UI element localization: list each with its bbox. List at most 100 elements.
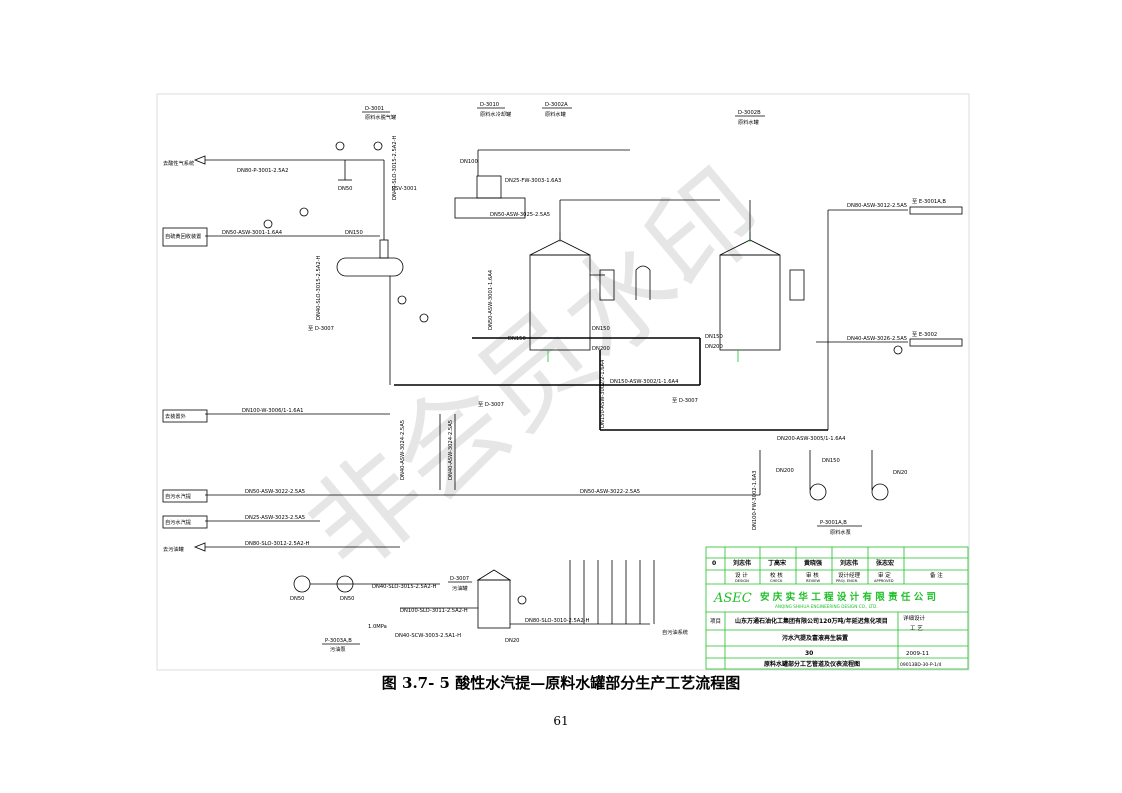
d3002a-dn150: DN150 xyxy=(508,336,526,342)
line-l7: DN50-ASW-3025-2.5A5 xyxy=(490,212,550,218)
main-header: DN150-ASW-3002/1-1.6A4 DN200-ASW-3005/1-… xyxy=(394,337,846,442)
tb-role-en-3: REVIEW xyxy=(806,579,821,583)
p3003-group: DN40-SLO-3015-2.5A2-H DN50 DN50 P-3003A,… xyxy=(290,560,688,653)
d3001-tag: D-3001 xyxy=(365,106,384,112)
p3001-group: DN200 DN150 DN20 P-3001A,B 原料水泵 DN100-FW… xyxy=(752,450,907,536)
d3002b-tag: D-3002B xyxy=(738,110,761,116)
page-number: 61 xyxy=(553,714,569,728)
analyzer-icon xyxy=(299,207,309,217)
p-dn200: DN200 xyxy=(776,468,794,474)
service-lines: 去装置外 DN100-W-3006/1-1.6A1 自污水汽提 DN50-ASW… xyxy=(162,408,760,553)
steam-pressure: 1.0MPa xyxy=(368,624,387,630)
tb-date: 2009-11 xyxy=(906,651,929,657)
d3010-tag: D-3010 xyxy=(480,102,499,108)
d3002a-name: 原料水罐 xyxy=(545,110,566,118)
line-l19b: DN40-ASW-3024-2.5A5 xyxy=(448,420,454,480)
line-l26: DN40-SCW-3003-2.5A1-H xyxy=(395,633,461,639)
line-l18c: DN40-SLO-3015-2.5A2-H xyxy=(372,584,436,590)
level-control-icon xyxy=(419,313,429,323)
flow-indicator-icon xyxy=(263,219,273,229)
control-valve-icon xyxy=(373,141,383,151)
d3007-dn20: DN20 xyxy=(505,638,519,644)
tb-signer-3: 黄晓强 xyxy=(804,559,822,567)
d3002a-level-gauge xyxy=(599,269,615,301)
flow-meter-icon xyxy=(893,345,903,355)
line-l10: DN100-W-3006/1-1.6A1 xyxy=(242,408,303,414)
d3010-name: 原料水冷却罐 xyxy=(480,110,511,118)
offpage-feed-box xyxy=(162,227,208,247)
offpage-sw-box xyxy=(162,489,208,503)
line-l11: DN50-ASW-3022-2.5A5 xyxy=(245,489,305,495)
tb-signer-2: 丁高宋 xyxy=(768,559,786,567)
offpage-sw2: 自污水汽提 xyxy=(165,518,192,526)
tb-project-label: 项目 xyxy=(710,618,721,625)
ref-e3001-box xyxy=(909,206,963,215)
tb-unit: 污水汽提及富液再生装置 xyxy=(782,634,848,642)
tb-role-3: 审 核 xyxy=(806,571,819,579)
acid-gas-arrow xyxy=(193,155,206,165)
d3002b-group: D-3002B 原料水罐 DN150 DN200 xyxy=(705,110,805,362)
d3002b-dn200: DN200 xyxy=(705,344,723,350)
tb-project: 山东万通石油化工集团有限公司120万吨/年延迟焦化项目 xyxy=(735,617,888,625)
pump-a-icon xyxy=(809,483,827,501)
tb-role-5: 审 定 xyxy=(878,571,891,579)
line-l13: DN80-SLO-3012-2.5A2-H xyxy=(245,541,309,547)
d3007-name: 污油罐 xyxy=(452,584,468,592)
pressure-gauge-icon xyxy=(335,141,345,151)
line-l20: DN40-ASW-3026-2.5A5 xyxy=(847,336,907,342)
offpage-acid-gas: 去酸性气系统 xyxy=(163,159,194,167)
line-l15: DN200-ASW-3005/1-1.6A4 xyxy=(777,436,846,442)
offpage-sw2-box xyxy=(162,515,208,529)
offpage-slop: 去污油罐 xyxy=(163,545,184,553)
pump-b-icon xyxy=(871,483,889,501)
p3003-name: 污油泵 xyxy=(330,645,346,653)
line-l17: DN80-SLO-3010-2.5A2-H xyxy=(525,618,589,624)
tb-drawing-no: 09013BD-30-P-1/4 xyxy=(900,662,941,668)
tb-logo: ASEC xyxy=(713,591,752,606)
p3001-name: 原料水泵 xyxy=(830,528,851,536)
d3002b-tank xyxy=(719,254,781,351)
tb-signer-4: 刘志伟 xyxy=(840,559,858,567)
d3002b-name: 原料水罐 xyxy=(738,118,759,126)
p3003-dn50a: DN50 xyxy=(290,596,304,602)
line-l12: DN25-ASW-3023-2.5A5 xyxy=(245,515,305,521)
tb-role-4: 设计经理 xyxy=(838,571,861,579)
tb-signer-1: 刘志伟 xyxy=(733,559,751,567)
d3001-group: D-3001 原料水脱气罐 去酸性气系统 DN80-P-3001-2.5A2 D… xyxy=(162,106,429,385)
d3007-tag: D-3007 xyxy=(450,576,469,582)
line-l18b: DN40-SLO-3015-2.5A2-H xyxy=(316,256,322,320)
level-gauge-icon xyxy=(397,295,407,305)
d3001-name: 原料水脱气罐 xyxy=(365,113,396,121)
tb-company-cn: 安 庆 实 华 工 程 设 计 有 限 责 任 公 司 xyxy=(760,591,936,603)
slop-arrow xyxy=(193,542,206,552)
d3007-vessel xyxy=(477,579,511,629)
d3002a-dn150b: DN150 xyxy=(592,326,610,332)
d3007-level-icon xyxy=(517,595,527,605)
d3002a-dn200: DN200 xyxy=(592,346,610,352)
line-l14: DN80-ASW-3012-2.5A5 xyxy=(847,203,907,209)
d3002b-dn150: DN150 xyxy=(705,334,723,340)
line-l19: DN40-ASW-3024-2.5A5 xyxy=(400,420,406,480)
p3001-tag: P-3001A,B xyxy=(820,520,847,526)
tb-discipline: 工 艺 xyxy=(910,625,923,632)
tb-rev: 0 xyxy=(712,560,716,567)
tb-unit-no: 30 xyxy=(805,650,813,657)
tb-signer-5: 张志宏 xyxy=(876,559,894,567)
right-refs: DN80-ASW-3012-2.5A5 至 E-3001A,B DN40-ASW… xyxy=(816,198,963,430)
line-l2: DN50-ASW-3001-1.6A4 xyxy=(222,230,283,236)
tb-stage: 详细设计 xyxy=(903,614,926,622)
tb-role-en-5: APPROVED xyxy=(874,579,894,583)
p3003-tag: P-3003A,B xyxy=(325,638,352,644)
tb-role-en-2: CHECK xyxy=(770,579,783,583)
p-dn150: DN150 xyxy=(822,458,840,464)
tb-role-2: 校 核 xyxy=(770,571,783,579)
d3010-group: D-3010 原料水冷却罐 D-3002A 原料水罐 DN100 DN25-FW… xyxy=(454,102,720,219)
tb-notes-label: 备 注 xyxy=(930,571,943,579)
offpage-water: 去装置外 xyxy=(165,412,186,420)
tb-role-en-4: PROJ. ENGR. xyxy=(836,579,858,583)
tb-role-en-1: DESIGN xyxy=(735,579,749,583)
d3002a-tank xyxy=(529,254,591,351)
line-l11b: DN50-ASW-3022-2.5A5 xyxy=(580,489,640,495)
tb-company-en: ANQING SHIHUA ENGINEERING DESIGN CO., LT… xyxy=(775,604,878,609)
siphon-loop xyxy=(635,265,651,300)
